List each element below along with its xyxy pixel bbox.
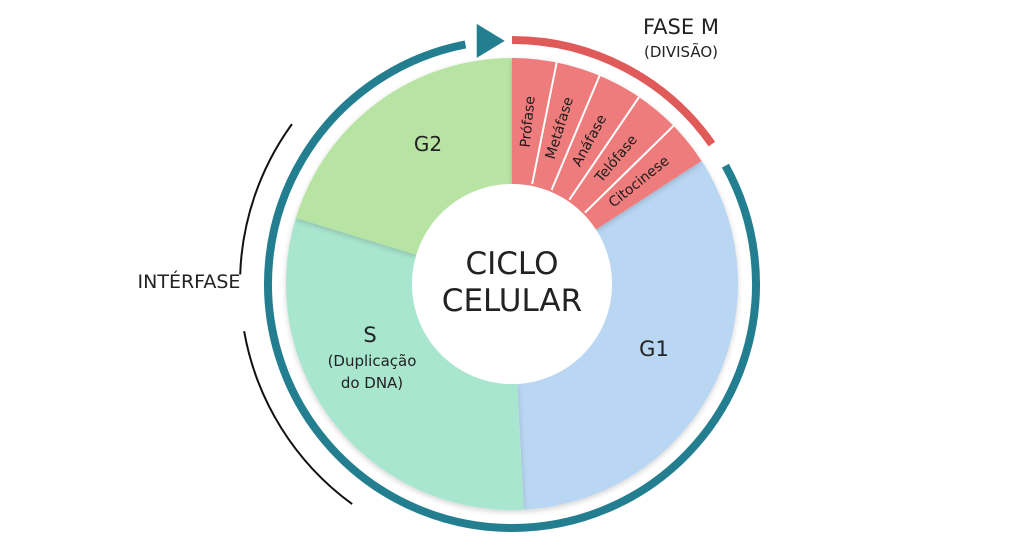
cycle-arrow-head-icon bbox=[476, 23, 505, 58]
cycle-arrow-arc bbox=[264, 40, 760, 532]
m-phase-arc bbox=[511, 36, 716, 147]
mitosis-divider bbox=[531, 62, 558, 185]
mitosis-divider bbox=[568, 96, 640, 201]
center-circle bbox=[412, 184, 612, 384]
mitosis-dividers bbox=[531, 62, 675, 214]
m-phase-title: FASE M bbox=[643, 15, 719, 39]
phase-s-detail-line-1: (Duplicação bbox=[328, 352, 417, 370]
phase-s-label: S bbox=[363, 323, 376, 347]
phase-g1-sector bbox=[517, 160, 738, 510]
mitosis-divider bbox=[550, 75, 601, 191]
interphase-label: INTÉRFASE bbox=[138, 270, 241, 293]
mitosis-stage-label: Prófase bbox=[518, 95, 539, 148]
center-title-line-1: CICLO bbox=[466, 246, 559, 282]
mitosis-divider bbox=[584, 125, 675, 214]
phase-s-sector bbox=[286, 217, 524, 510]
interphase-bracket-bottom bbox=[243, 331, 353, 505]
m-phase-subtitle: (DIVISÃO) bbox=[644, 42, 718, 61]
phase-s-detail-line-2: do DNA) bbox=[341, 374, 403, 392]
center-title-line-2: CELULAR bbox=[442, 283, 582, 319]
interphase-bracket-top bbox=[239, 123, 293, 275]
phase-g2-sector bbox=[295, 58, 512, 255]
phase-g2-label: G2 bbox=[414, 132, 442, 156]
phase-g1-label: G1 bbox=[639, 337, 669, 361]
